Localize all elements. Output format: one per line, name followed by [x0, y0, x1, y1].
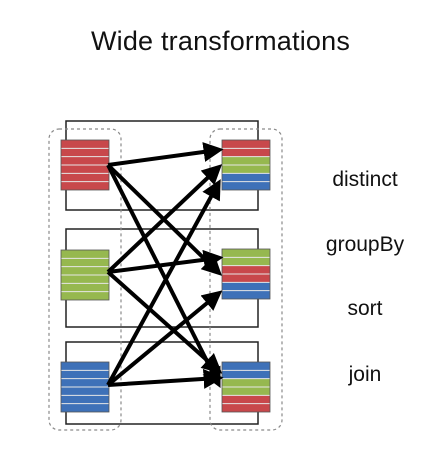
source-partition-blue — [60, 361, 110, 413]
arrow-blue-to-middle — [106, 290, 223, 387]
target-partitions — [221, 139, 271, 413]
partition-border — [60, 361, 110, 413]
target-node-container — [209, 128, 283, 431]
shuffle-arrows — [106, 142, 224, 389]
diagram-title: Wide transformations — [90, 26, 351, 56]
arrow-red-to-top — [107, 142, 224, 167]
arrow-green-to-middle — [107, 249, 224, 274]
source-partition-green — [60, 249, 110, 301]
target-partition-1 — [221, 139, 271, 191]
operation-label-groupby: groupBy — [325, 233, 405, 256]
operation-label-join: join — [348, 363, 382, 386]
operation-label-sort: sort — [347, 297, 383, 320]
target-partition-3 — [221, 361, 271, 413]
arrow-red-to-bottom — [106, 164, 221, 388]
arrow-green-to-top — [106, 164, 223, 274]
source-partitions — [60, 139, 110, 413]
operation-label-distinct: distinct — [332, 168, 398, 191]
node-containers — [48, 128, 283, 431]
arrow-green-to-bottom — [106, 270, 223, 374]
source-node-container — [48, 128, 122, 431]
target-partition-2 — [221, 248, 271, 300]
arrow-blue-to-top — [106, 179, 221, 386]
source-partition-red — [60, 139, 110, 191]
arrow-blue-to-bottom — [107, 368, 224, 389]
